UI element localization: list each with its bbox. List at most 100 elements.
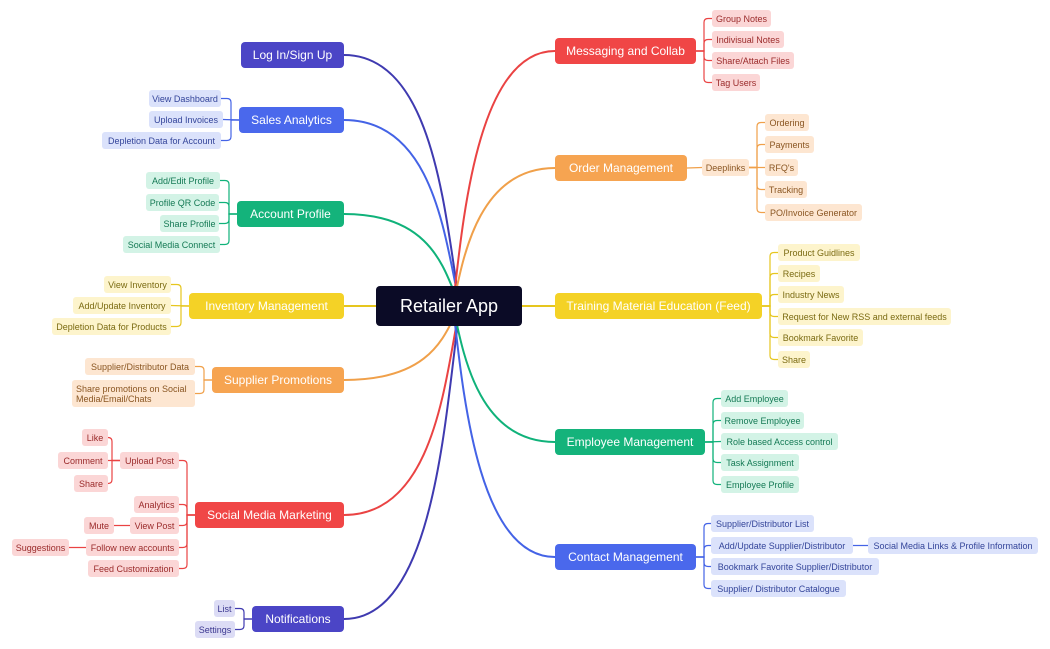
notifications-item-1[interactable]: Settings <box>195 621 235 638</box>
training-item-4[interactable]: Bookmark Favorite <box>778 329 863 346</box>
orders-item-0-sub-4[interactable]: PO/Invoice Generator <box>765 204 862 221</box>
social-item-3[interactable]: Follow new accounts <box>86 539 179 556</box>
branch-messaging-connector-3 <box>695 50 713 84</box>
branch-inventory-connector-2 <box>170 305 190 328</box>
branch-messaging[interactable]: Messaging and Collab <box>555 38 696 64</box>
social-item-3-sub-0[interactable]: Suggestions <box>12 539 69 556</box>
employees-item-1[interactable]: Remove Employee <box>721 412 804 429</box>
branch-social[interactable]: Social Media Marketing <box>195 502 344 528</box>
branch-edge-messaging <box>452 50 556 307</box>
branch-messaging-connector-1 <box>695 38 713 52</box>
branch-orders-connector-0 <box>686 166 703 169</box>
training-item-3[interactable]: Request for New RSS and external feeds <box>778 308 951 325</box>
training-item-2[interactable]: Industry News <box>778 286 844 303</box>
contacts-item-2[interactable]: Bookmark Favorite Supplier/Distributor <box>711 558 879 575</box>
employees-item-2[interactable]: Role based Access control <box>721 433 838 450</box>
branch-inventory-connector-0 <box>170 283 190 307</box>
branch-employees-connector-1 <box>704 419 722 443</box>
branch-sales[interactable]: Sales Analytics <box>239 107 344 133</box>
orders-item-0-sub-0[interactable]: Ordering <box>765 114 809 131</box>
branch-inventory[interactable]: Inventory Management <box>189 293 344 319</box>
training-item-5[interactable]: Share <box>778 351 810 368</box>
branch-contacts-connector-3 <box>695 556 712 590</box>
account-item-2[interactable]: Share Profile <box>160 215 219 232</box>
branch-social-connector-0 <box>178 459 196 516</box>
promotions-item-1[interactable]: Share promotions on Social Media/Email/C… <box>72 380 195 407</box>
social-item-0-connector-0 <box>107 436 121 462</box>
contacts-item-3[interactable]: Supplier/ Distributor Catalogue <box>711 580 846 597</box>
social-item-1[interactable]: Analytics <box>134 496 179 513</box>
social-item-4[interactable]: Feed Customization <box>88 560 179 577</box>
branch-sales-connector-0 <box>220 97 240 121</box>
contacts-item-1[interactable]: Add/Update Supplier/Distributor <box>711 537 853 554</box>
branch-notifications[interactable]: Notifications <box>252 606 344 632</box>
messaging-item-2[interactable]: Share/Attach Files <box>712 52 794 69</box>
social-item-0[interactable]: Upload Post <box>120 452 179 469</box>
social-item-2-sub-0[interactable]: Mute <box>84 517 114 534</box>
account-item-3[interactable]: Social Media Connect <box>123 236 220 253</box>
root-node[interactable]: Retailer App <box>376 286 522 326</box>
branch-promotions-connector-0 <box>194 365 213 381</box>
branch-training-connector-1 <box>761 272 779 307</box>
inventory-item-2[interactable]: Depletion Data for Products <box>52 318 171 335</box>
branch-orders[interactable]: Order Management <box>555 155 687 181</box>
branch-edge-login <box>343 54 461 307</box>
branch-account-connector-0 <box>219 179 238 215</box>
sales-item-2[interactable]: Depletion Data for Account <box>102 132 221 149</box>
branch-contacts[interactable]: Contact Management <box>555 544 696 570</box>
inventory-item-0[interactable]: View Inventory <box>104 276 171 293</box>
contacts-item-1-sub-0[interactable]: Social Media Links & Profile Information <box>868 537 1038 554</box>
employees-item-4[interactable]: Employee Profile <box>721 476 799 493</box>
branch-social-connector-4 <box>178 514 196 570</box>
orders-item-0-sub-3[interactable]: Tracking <box>765 181 807 198</box>
messaging-item-1[interactable]: Indivisual Notes <box>712 31 784 48</box>
employees-item-0[interactable]: Add Employee <box>721 390 788 407</box>
branch-account-connector-3 <box>219 213 238 246</box>
branch-contacts-connector-0 <box>695 522 712 558</box>
orders-item-0-sub-1[interactable]: Payments <box>765 136 814 153</box>
branch-edge-contacts <box>452 305 556 558</box>
branch-promotions-connector-1 <box>194 379 213 395</box>
orders-item-0-connector-4 <box>748 166 766 214</box>
orders-item-0-sub-2[interactable]: RFQ's <box>765 159 798 176</box>
inventory-item-1[interactable]: Add/Update Inventory <box>73 297 171 314</box>
branch-social-connector-1 <box>178 503 196 516</box>
orders-item-0[interactable]: Deeplinks <box>702 159 749 176</box>
sales-item-0[interactable]: View Dashboard <box>149 90 221 107</box>
branch-account-connector-1 <box>218 201 238 215</box>
branch-promotions[interactable]: Supplier Promotions <box>212 367 344 393</box>
training-item-0[interactable]: Product Guidlines <box>778 244 860 261</box>
branch-training[interactable]: Training Material Education (Feed) <box>555 293 762 319</box>
messaging-item-3[interactable]: Tag Users <box>712 74 760 91</box>
social-item-0-sub-0[interactable]: Like <box>82 429 108 446</box>
branch-sales-connector-2 <box>220 119 240 142</box>
branch-notifications-connector-1 <box>234 618 253 631</box>
social-item-2[interactable]: View Post <box>130 517 179 534</box>
branch-notifications-connector-0 <box>234 607 253 620</box>
training-item-1[interactable]: Recipes <box>778 265 820 282</box>
branch-login[interactable]: Log In/Sign Up <box>241 42 344 68</box>
notifications-item-0[interactable]: List <box>214 600 235 617</box>
branch-edge-notifications <box>343 305 461 620</box>
branch-training-connector-5 <box>761 305 779 361</box>
sales-item-1[interactable]: Upload Invoices <box>149 111 223 128</box>
branch-employees-connector-0 <box>704 397 722 443</box>
employees-item-3[interactable]: Task Assignment <box>721 454 799 471</box>
branch-employees[interactable]: Employee Management <box>555 429 705 455</box>
account-item-0[interactable]: Add/Edit Profile <box>146 172 220 189</box>
contacts-item-0[interactable]: Supplier/Distributor List <box>711 515 814 532</box>
orders-item-0-connector-0 <box>748 121 766 169</box>
branch-account-connector-2 <box>218 213 238 225</box>
social-item-0-sub-1[interactable]: Comment <box>58 452 108 469</box>
branch-contacts-connector-1 <box>695 544 712 558</box>
social-item-0-sub-2[interactable]: Share <box>74 475 108 492</box>
branch-employees-connector-4 <box>704 441 722 486</box>
promotions-item-0[interactable]: Supplier/Distributor Data <box>85 358 195 375</box>
account-item-1[interactable]: Profile QR Code <box>146 194 219 211</box>
branch-edge-social <box>343 305 461 516</box>
messaging-item-0[interactable]: Group Notes <box>712 10 771 27</box>
orders-item-0-connector-1 <box>748 143 766 169</box>
branch-account[interactable]: Account Profile <box>237 201 344 227</box>
branch-edge-sales <box>343 119 461 307</box>
